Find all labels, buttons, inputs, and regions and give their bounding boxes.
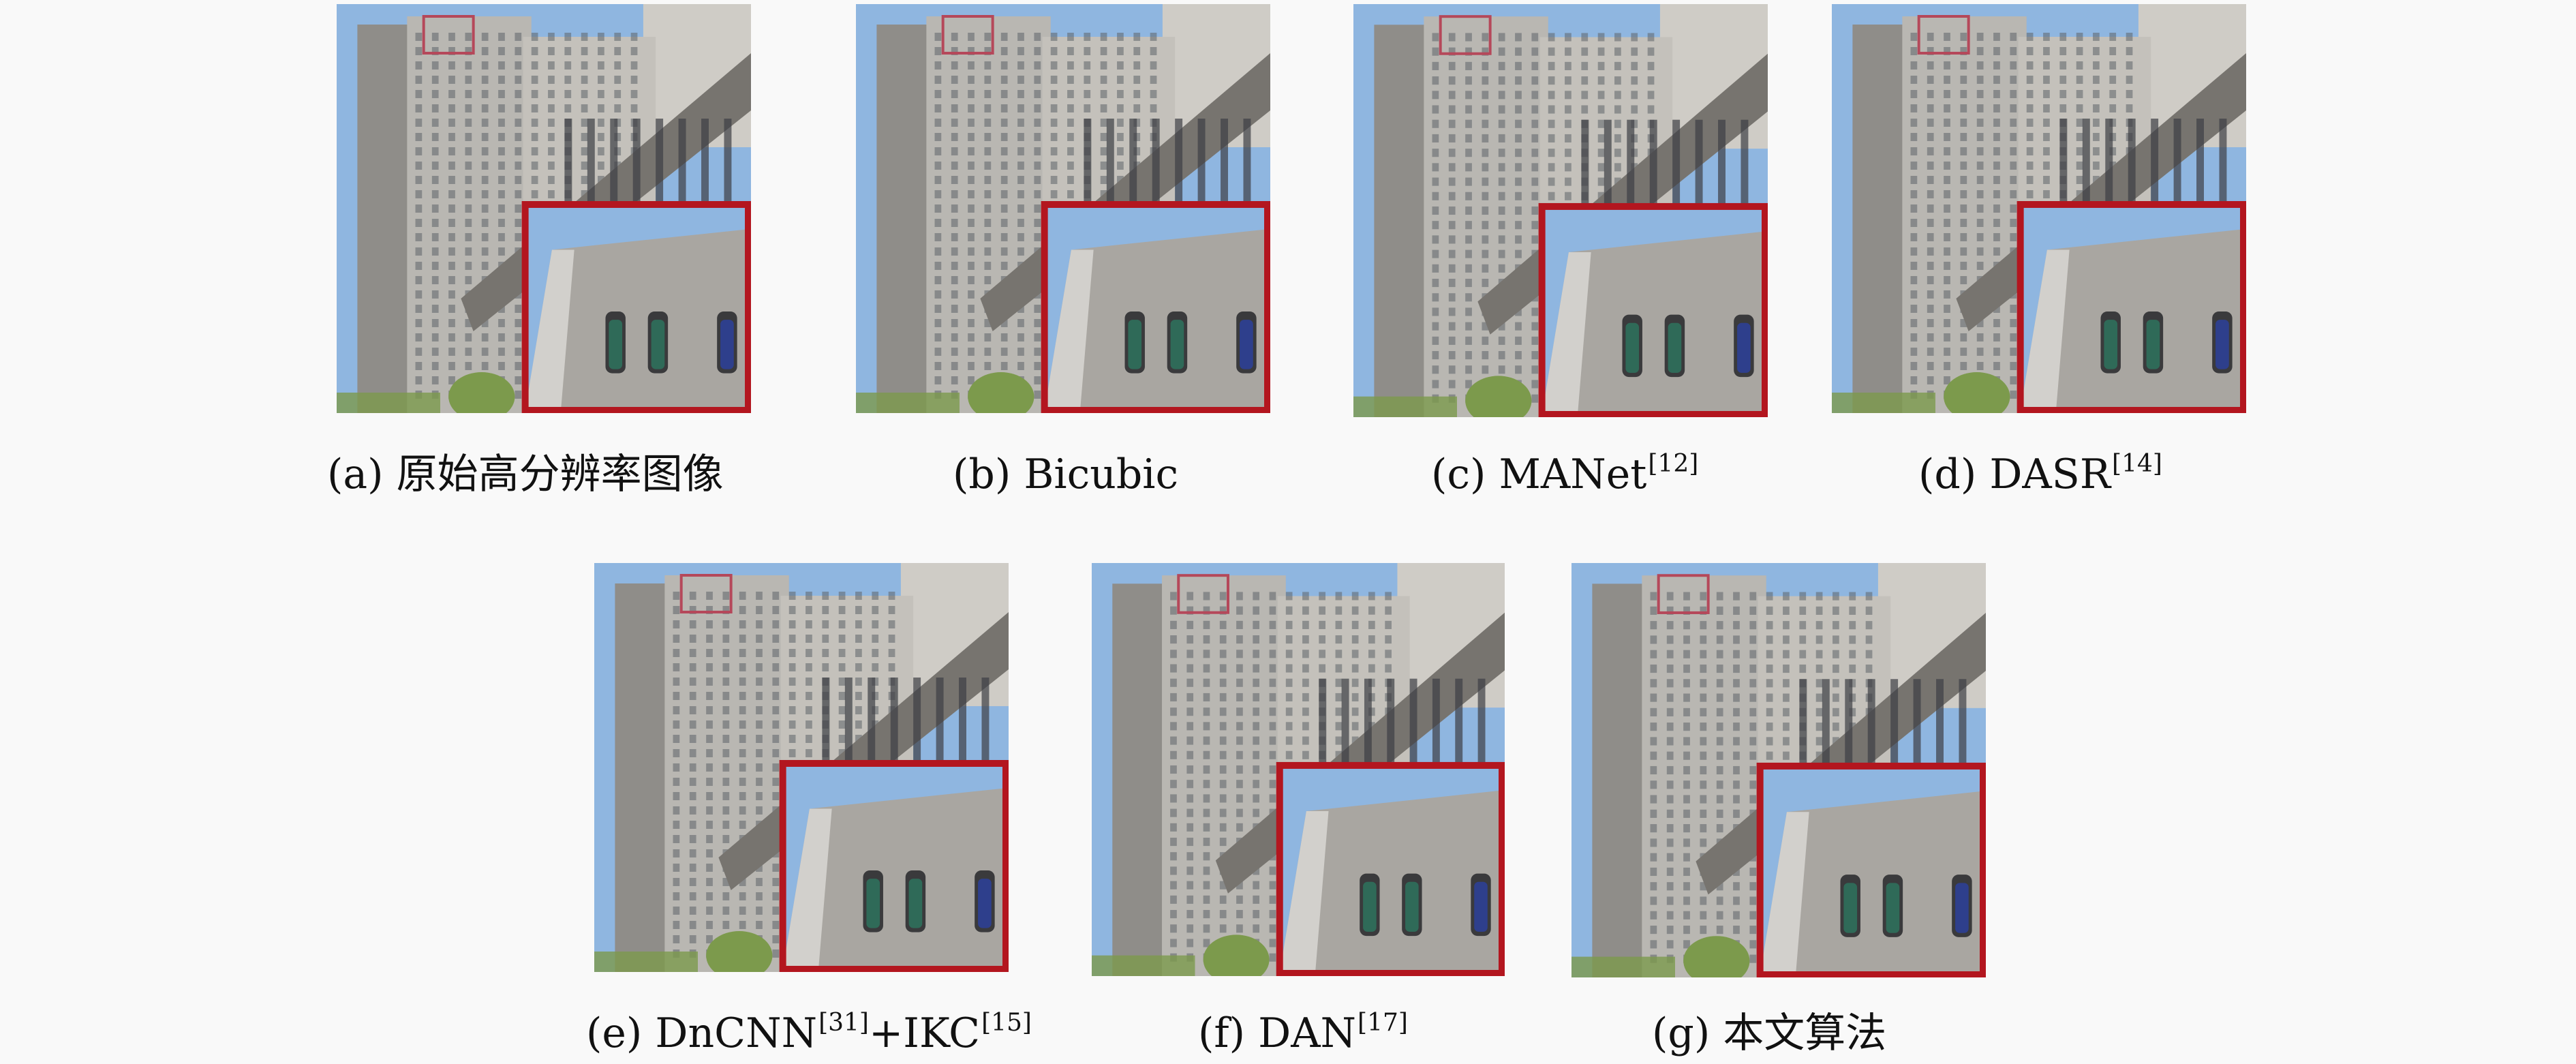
panel-d-image bbox=[1832, 4, 2246, 413]
caption-c-label: MANet bbox=[1499, 451, 1647, 498]
photo-building-e bbox=[594, 563, 1009, 972]
caption-c-cite: [12] bbox=[1648, 450, 1699, 478]
caption-b-label: Bicubic bbox=[1024, 451, 1179, 498]
panel-b-image bbox=[856, 4, 1270, 413]
caption-g: (g) 本文算法 bbox=[1652, 1009, 1886, 1058]
caption-d-tag: (d) bbox=[1918, 451, 1977, 498]
photo-building-b bbox=[856, 4, 1270, 413]
caption-f: (f) DAN[17] bbox=[1198, 1009, 1408, 1064]
panel-f-image bbox=[1092, 563, 1505, 976]
photo-building-g bbox=[1571, 563, 1986, 977]
caption-e-cite2: [15] bbox=[981, 1009, 1032, 1037]
photo-building-c bbox=[1353, 4, 1768, 417]
caption-e-cite: [31] bbox=[818, 1009, 869, 1037]
caption-d-label: DASR bbox=[1989, 451, 2111, 498]
caption-f-label: DAN bbox=[1258, 1009, 1357, 1057]
caption-g-label: 本文算法 bbox=[1723, 1009, 1887, 1057]
photo-building-d bbox=[1832, 4, 2246, 413]
caption-c: (c) MANet[12] bbox=[1431, 450, 1698, 505]
caption-a-tag: (a) bbox=[327, 451, 384, 498]
panel-a-image bbox=[337, 4, 751, 413]
caption-c-tag: (c) bbox=[1431, 451, 1486, 498]
caption-e-label: DnCNN bbox=[655, 1009, 818, 1057]
caption-g-tag: (g) bbox=[1652, 1009, 1711, 1057]
panel-c-image bbox=[1353, 4, 1768, 417]
caption-e-rest: +IKC bbox=[868, 1009, 981, 1057]
panel-g-image bbox=[1571, 563, 1986, 977]
caption-e: (e) DnCNN[31]+IKC[15] bbox=[586, 1009, 1032, 1064]
photo-building-f bbox=[1092, 563, 1505, 976]
caption-b: (b) Bicubic bbox=[953, 450, 1178, 499]
caption-f-cite: [17] bbox=[1358, 1009, 1408, 1037]
caption-a-label: 原始高分辨率图像 bbox=[396, 451, 724, 498]
caption-d: (d) DASR[14] bbox=[1918, 450, 2162, 505]
panel-e-image bbox=[594, 563, 1009, 972]
caption-b-tag: (b) bbox=[953, 451, 1011, 498]
caption-d-cite: [14] bbox=[2112, 450, 2162, 478]
photo-building-a bbox=[337, 4, 751, 413]
caption-e-tag: (e) bbox=[586, 1009, 643, 1057]
caption-a: (a) 原始高分辨率图像 bbox=[327, 450, 724, 499]
caption-f-tag: (f) bbox=[1198, 1009, 1246, 1057]
